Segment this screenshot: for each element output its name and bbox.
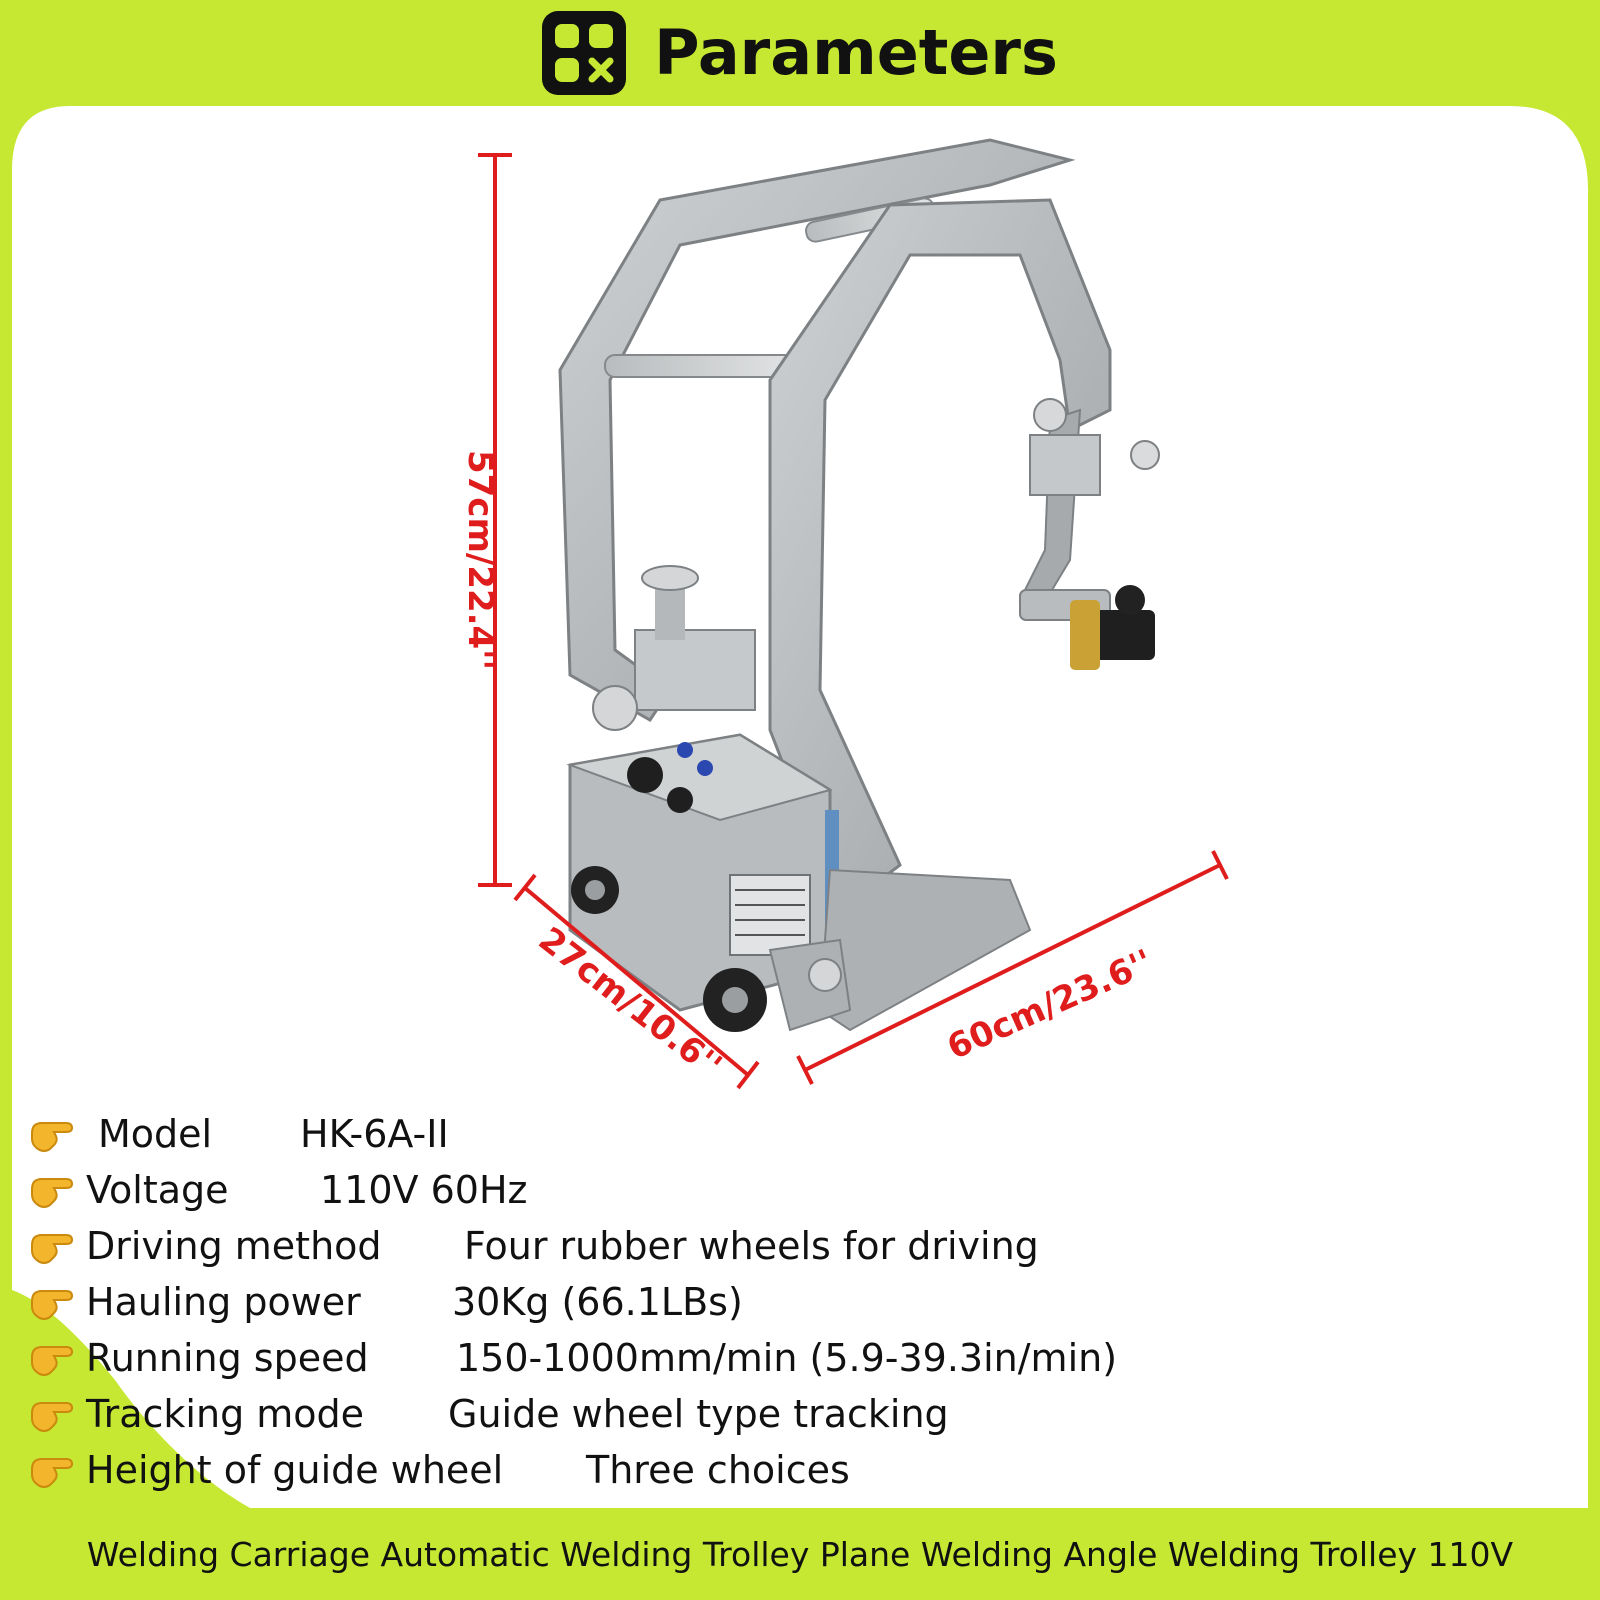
pointing-hand-icon — [31, 1178, 74, 1208]
pointing-hand-icon — [31, 1290, 74, 1320]
spec-value: 30Kg (66.1LBs) — [452, 1280, 743, 1324]
page-title: Parameters — [654, 16, 1058, 89]
spec-label: Height of guide wheel — [86, 1448, 504, 1492]
spec-row-tracking-mode: Tracking mode Guide wheel type tracking — [28, 1386, 1568, 1442]
spec-row-model: Model HK-6A-II — [28, 1106, 1568, 1162]
height-dimension-label: 57cm/22.4'' — [460, 449, 500, 671]
spec-label: Model — [98, 1112, 213, 1156]
spec-row-voltage: Voltage 110V 60Hz — [28, 1162, 1568, 1218]
spec-value: HK-6A-II — [300, 1112, 449, 1156]
pointing-hand-icon — [31, 1346, 74, 1376]
welding-trolley-illustration — [478, 138, 1229, 1090]
spec-label: Hauling power — [86, 1280, 361, 1324]
app-logo-icon — [542, 10, 627, 95]
pointing-hand-icon — [31, 1458, 74, 1488]
spec-row-guide-wheel-height: Height of guide wheel Three choices — [28, 1442, 1568, 1498]
spec-value: Four rubber wheels for driving — [464, 1224, 1039, 1268]
spec-list: Model HK-6A-II Voltage 110V 60Hz Driving… — [28, 1106, 1568, 1498]
spec-row-running-speed: Running speed 150-1000mm/min (5.9-39.3in… — [28, 1330, 1568, 1386]
product-caption-bar: Welding Carriage Automatic Welding Troll… — [0, 1508, 1600, 1600]
spec-row-hauling-power: Hauling power 30Kg (66.1LBs) — [28, 1274, 1568, 1330]
spec-label: Running speed — [86, 1336, 369, 1380]
pointing-hand-icon — [31, 1234, 74, 1264]
spec-value: Guide wheel type tracking — [448, 1392, 949, 1436]
spec-value: 150-1000mm/min (5.9-39.3in/min) — [456, 1336, 1118, 1380]
pointing-hand-icon — [31, 1122, 74, 1152]
product-caption: Welding Carriage Automatic Welding Troll… — [86, 1534, 1514, 1574]
spec-label: Driving method — [86, 1224, 382, 1268]
spec-label: Voltage — [86, 1168, 229, 1212]
spec-label: Tracking mode — [86, 1392, 365, 1436]
spec-row-driving-method: Driving method Four rubber wheels for dr… — [28, 1218, 1568, 1274]
pointing-hand-icon — [31, 1402, 74, 1432]
page-header: Parameters — [0, 0, 1600, 105]
spec-value: 110V 60Hz — [320, 1168, 528, 1212]
spec-value: Three choices — [586, 1448, 850, 1492]
